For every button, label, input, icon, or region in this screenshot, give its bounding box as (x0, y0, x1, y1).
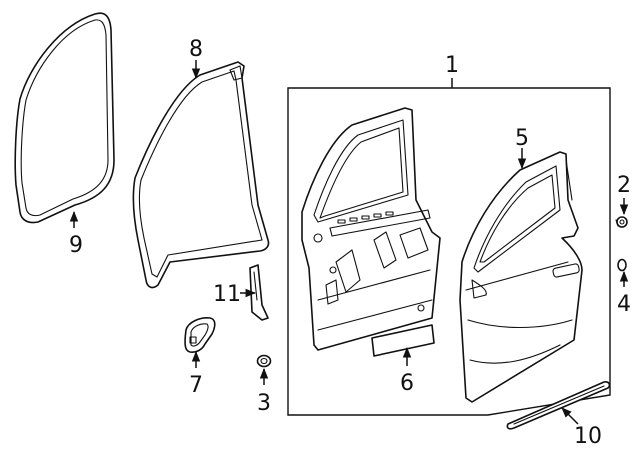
part-6-label (371, 324, 435, 357)
part-8-weatherstrip (132, 61, 270, 289)
part-4-bumper (617, 258, 627, 272)
part-11-trim (249, 264, 269, 321)
callout-1: 1 (445, 53, 459, 78)
callout-2: 2 (617, 173, 631, 198)
callout-4: 4 (617, 292, 631, 317)
part-3-grommet (256, 354, 272, 368)
callout-3: 3 (257, 391, 271, 416)
callout-11: 11 (213, 282, 241, 307)
callouts: 1 2 3 4 5 6 7 8 9 10 11 (69, 37, 631, 449)
door-shell-slots (337, 211, 394, 224)
part-9-weatherstrip (14, 12, 115, 224)
callout-8: 8 (189, 37, 203, 62)
callout-9: 9 (69, 233, 83, 258)
callout-5: 5 (515, 126, 529, 151)
part-1-door-shell (301, 107, 441, 351)
callout-6: 6 (400, 371, 414, 396)
callout-7: 7 (189, 373, 203, 398)
part-2-clip (615, 216, 628, 228)
part-10-molding (506, 381, 611, 430)
part-5-door-panel (459, 151, 583, 403)
part-7-bezel (184, 317, 216, 353)
leader-lines (69, 60, 629, 425)
callout-10: 10 (574, 424, 602, 449)
